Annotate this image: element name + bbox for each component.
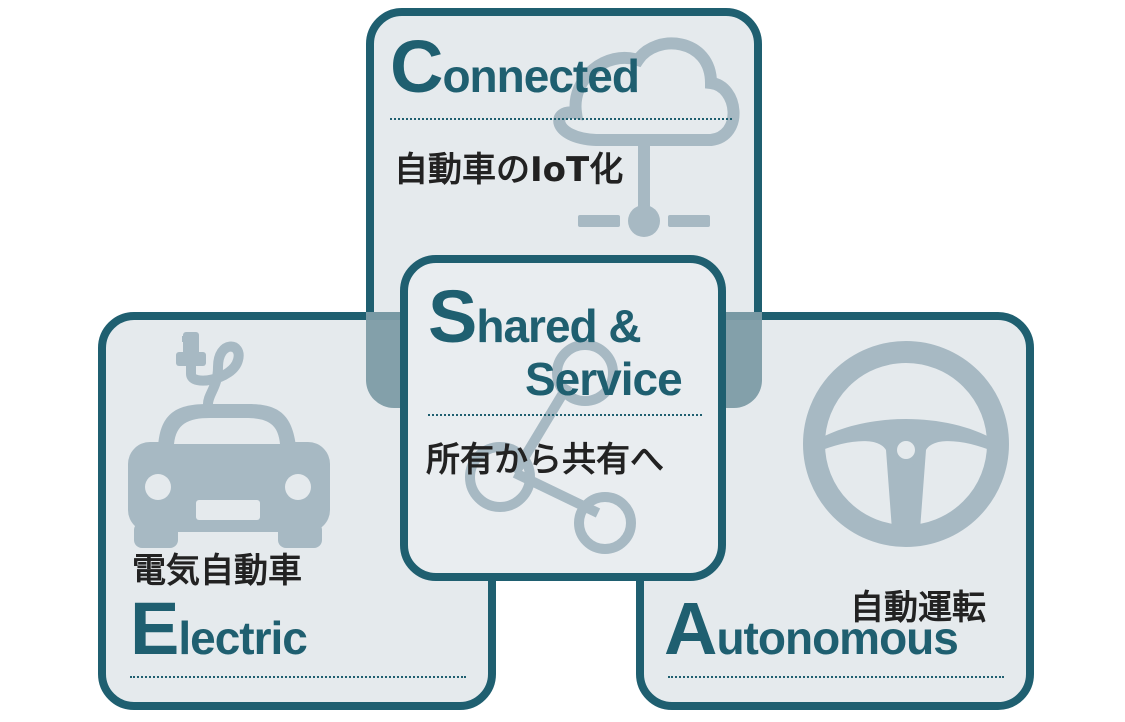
shared-card — [400, 255, 726, 581]
shared-initial: S — [428, 275, 477, 358]
shared-subtitle: 所有から共有へ — [426, 440, 664, 480]
cloud-network-icon — [553, 37, 740, 237]
shared-line1-rest: hared & — [476, 300, 641, 352]
steering-wheel-icon — [803, 341, 1009, 547]
electric-subtitle: 電気自動車 — [132, 551, 302, 591]
electric-initial: E — [130, 587, 179, 670]
connected-title: Connected — [390, 30, 640, 104]
electric-rest: lectric — [178, 612, 308, 664]
shared-title-line1: Shared & — [428, 280, 642, 354]
autonomous-rest: utonomous — [716, 612, 958, 664]
overlap-right — [726, 312, 762, 408]
electric-title: Electric — [130, 592, 308, 666]
connected-divider — [390, 118, 732, 120]
connected-subtitle: 自動車のIoT化 — [394, 150, 624, 190]
electric-car-icon — [128, 332, 330, 548]
electric-divider — [130, 676, 466, 678]
overlap-left — [366, 312, 400, 408]
connected-initial: C — [390, 25, 443, 108]
autonomous-divider — [668, 676, 1004, 678]
autonomous-initial: A — [664, 587, 717, 670]
autonomous-title: Autonomous — [664, 592, 959, 666]
shared-divider — [428, 414, 702, 416]
share-nodes-icon — [465, 340, 636, 554]
connected-rest: onnected — [442, 50, 639, 102]
autonomous-subtitle: 自動運転 — [850, 588, 986, 628]
shared-title-line2: Service — [525, 353, 683, 405]
